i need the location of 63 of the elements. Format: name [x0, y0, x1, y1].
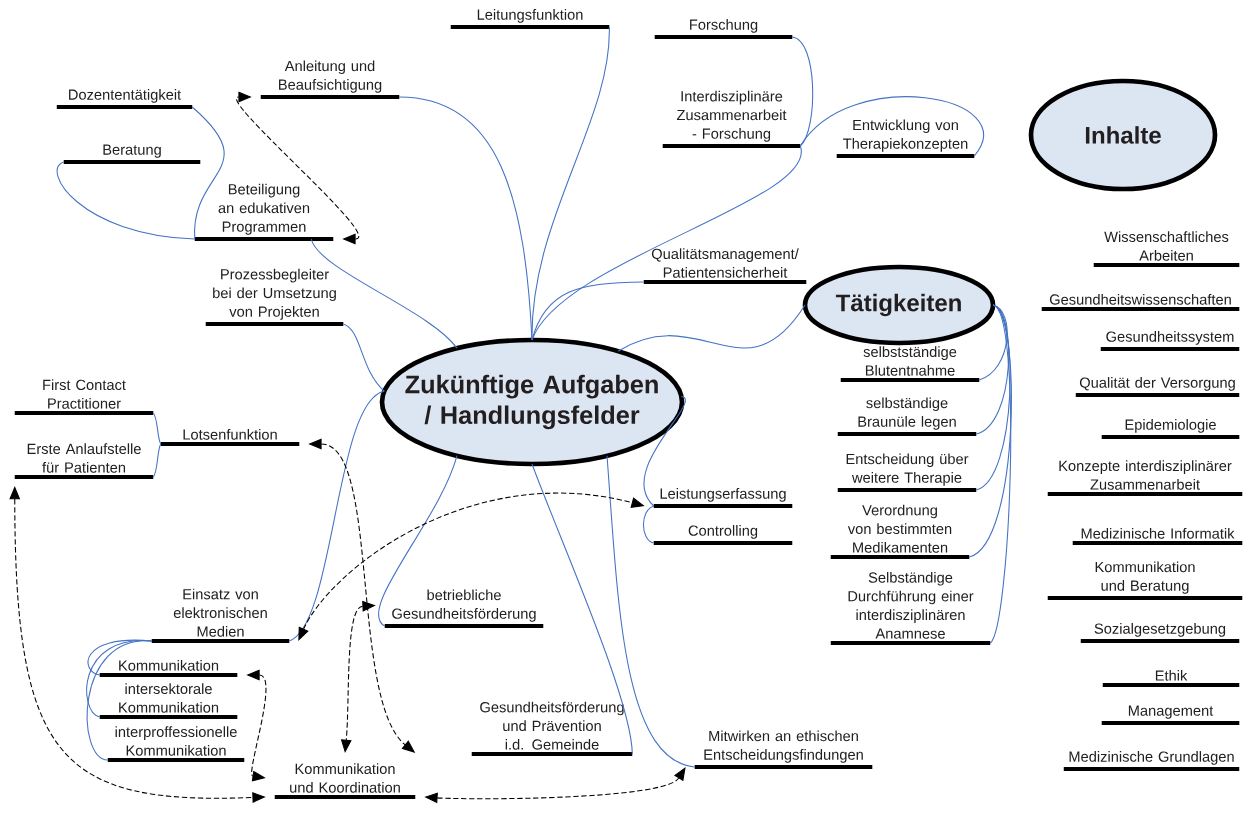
- underlined-label: Kommunikation und Beratung: [1047, 561, 1243, 600]
- branch-line: [968, 304, 1012, 558]
- underlined-label: Sozialgesetzgebung: [1080, 623, 1240, 643]
- underlined-label: Einsatz von elektronischen Medien: [151, 588, 290, 643]
- underlined-label: Gesundheitswissenschaften: [1041, 293, 1240, 311]
- underlined-label: Kommunikation und Koordination: [274, 763, 416, 799]
- underlined-label: Medizinische Informatik: [1072, 527, 1243, 545]
- branch-line: [342, 323, 385, 392]
- branch-line: [643, 396, 686, 507]
- underlined-label: Ethik: [1102, 670, 1240, 687]
- underlined-label: Verordnung von bestimmten Medikamenten: [830, 504, 970, 559]
- underlined-label: Interdisziplinäre Zusammenarbeit - Forschung: [662, 90, 801, 148]
- underlined-label: Selbständige Durchführung einer interdisziplinären Anamnese: [830, 571, 991, 645]
- underlined-label: Konzepte interdisziplinärer Zusammenarbeit: [1047, 460, 1243, 496]
- branch-line: [617, 304, 806, 352]
- underlined-label: Lotsenfunktion: [160, 428, 300, 446]
- underlined-label: Dozententätigkeit: [56, 89, 193, 109]
- branch-line: [152, 412, 162, 445]
- dashed-arrow: [236, 91, 360, 245]
- branch-line: [56, 161, 196, 240]
- underlined-label: Leitungsfunktion: [450, 9, 610, 29]
- underlined-label: First Contact Practitioner: [14, 379, 154, 415]
- underlined-label: Beratung: [63, 144, 201, 164]
- underlined-label: selbständige Braunüle legen: [837, 397, 977, 436]
- branch-line: [398, 96, 533, 341]
- branch-line: [531, 463, 633, 755]
- branch-line: [799, 96, 984, 157]
- branch-line: [989, 304, 1012, 644]
- underlined-label: Prozessbegleiter bei der Umsetzung von Projekten: [205, 268, 344, 326]
- branch-line: [606, 455, 696, 768]
- branch-line: [86, 640, 153, 761]
- underlined-label: interproffessionelle Kommunikation: [107, 726, 245, 762]
- underlined-label: Controlling: [653, 525, 793, 545]
- branch-line: [288, 390, 385, 642]
- branch-line: [152, 443, 162, 478]
- branch-line: [975, 304, 1010, 435]
- underlined-label: Leistungserfassung: [653, 488, 793, 508]
- branch-line: [191, 106, 225, 240]
- underlined-label: Erste Anlaufstelle für Patienten: [14, 443, 154, 479]
- underlined-label: Gesundheitssystem: [1100, 331, 1240, 351]
- branch-line: [791, 36, 814, 147]
- branch-line: [378, 455, 458, 627]
- branch-line: [642, 505, 655, 544]
- branch-line: [310, 238, 458, 349]
- underlined-label: Qualität der Versorgung: [1075, 377, 1240, 397]
- underlined-label: Medizinische Grundlagen: [1063, 751, 1240, 771]
- underlined-label: Beteiligung an edukativen Programmen: [194, 183, 334, 241]
- underlined-label: intersektorale Kommunikation: [99, 683, 238, 719]
- underlined-label: Entwicklung von Therapiekonzepten: [836, 119, 975, 158]
- underlined-label: Mitwirken an ethischen Entscheidungsfindungen: [694, 730, 873, 769]
- underlined-label: Forschung: [654, 19, 793, 39]
- branch-line: [975, 304, 1011, 491]
- underlined-label: Anleitung und Beaufsichtigung: [260, 60, 400, 99]
- underlined-label: Gesundheitsförderung und Prävention i.d. Gemeinde: [471, 701, 633, 756]
- branch-line: [531, 145, 801, 341]
- underlined-label: Kommunikation: [99, 659, 238, 677]
- underlined-label: selbstständige Blutentnahme: [840, 346, 980, 382]
- underlined-label: Entscheidung über weitere Therapie: [837, 453, 977, 492]
- underlined-label: betriebliche Gesundheitsförderung: [384, 589, 544, 628]
- branch-line: [531, 281, 645, 341]
- underlined-label: Epidemiologie: [1101, 419, 1240, 439]
- underlined-label: Wissenschaftliches Arbeiten: [1093, 231, 1240, 267]
- underlined-label: Management: [1101, 705, 1240, 725]
